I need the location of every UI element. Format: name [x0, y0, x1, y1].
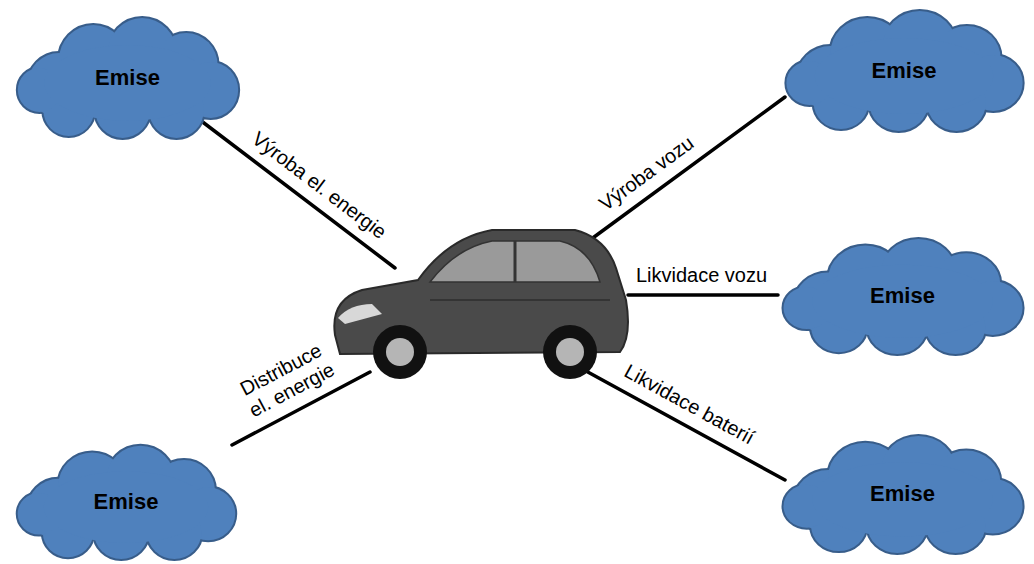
leader-lines — [200, 97, 785, 480]
cloud-label: Emise — [94, 489, 159, 515]
cloud-fill — [812, 462, 993, 536]
cloud-label: Emise — [872, 58, 937, 84]
leader-line — [628, 293, 778, 297]
cloud-fill — [815, 38, 994, 114]
emission-cloud: Emise — [775, 433, 1030, 555]
car-window — [430, 241, 600, 282]
leader-line — [590, 97, 785, 240]
emission-cloud: Emise — [775, 236, 1030, 356]
car-wheel — [373, 325, 427, 379]
line-label: Likvidace baterií — [621, 360, 759, 450]
car-illustration — [334, 230, 628, 379]
line-label: Likvidace vozu — [636, 264, 767, 287]
cloud-label: Emise — [870, 481, 935, 507]
car-wheel — [543, 325, 597, 379]
cloud-label: Emise — [95, 65, 160, 91]
car-rim — [556, 338, 584, 366]
cloud-fill — [44, 45, 210, 121]
leader-line — [200, 120, 395, 268]
car-rim — [386, 338, 414, 366]
car-pillar — [514, 241, 517, 282]
cloud-label: Emise — [870, 283, 935, 309]
cloud-fill — [812, 265, 993, 338]
emission-cloud: Emise — [10, 443, 242, 561]
emission-cloud: Emise — [778, 8, 1030, 133]
emission-cloud: Emise — [10, 15, 245, 140]
car-headlight — [338, 304, 382, 324]
line-label: Distribuce el. energie — [229, 335, 343, 425]
car-line — [430, 299, 610, 301]
leader-line — [575, 365, 785, 480]
line-label: Výroba el. energie — [248, 127, 391, 243]
cloud-fill — [44, 471, 208, 543]
